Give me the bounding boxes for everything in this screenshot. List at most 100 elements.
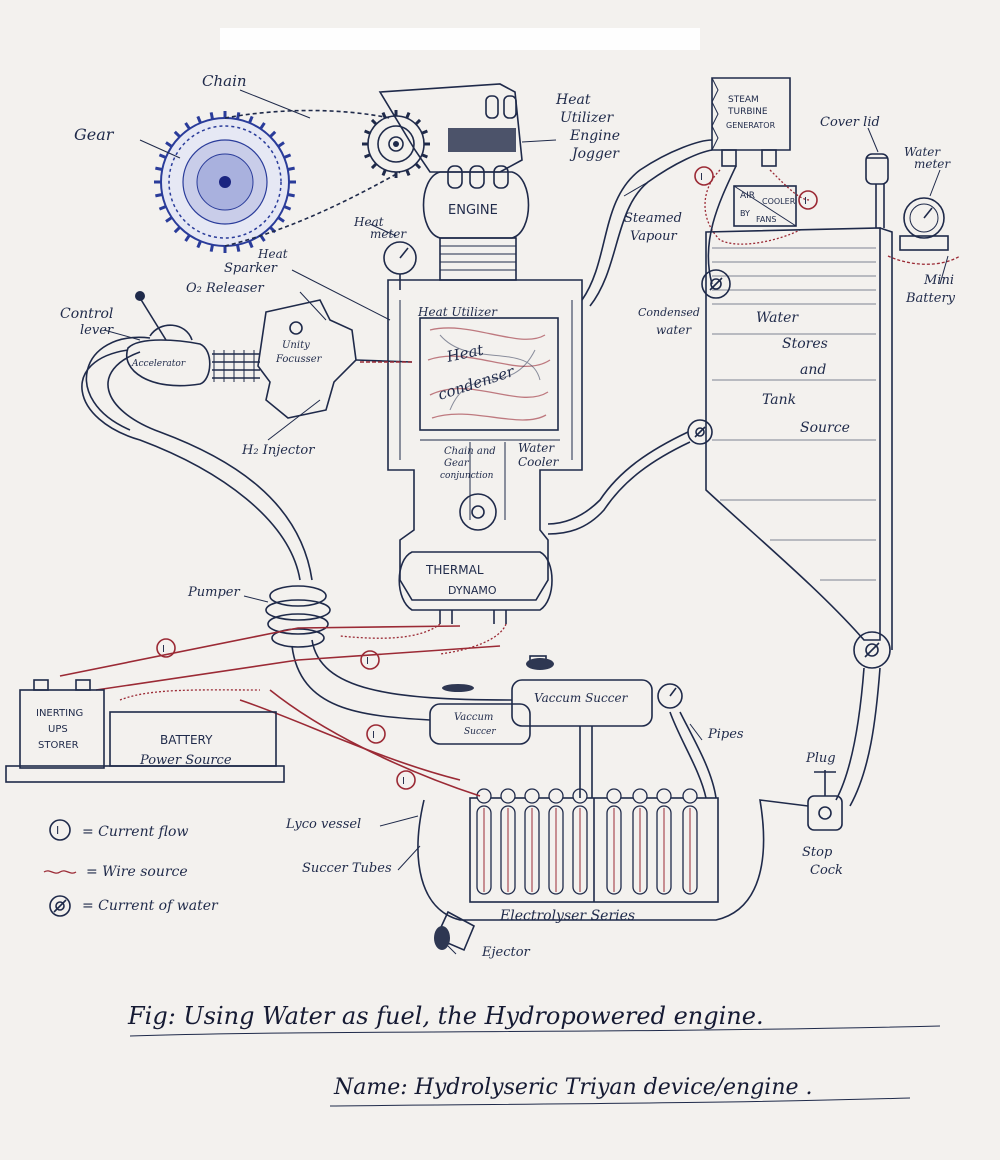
label-mini-battery-1: Mini [923, 273, 954, 288]
gear-tooth [284, 155, 290, 158]
electrolyser-tube-cap [549, 789, 563, 803]
label-h2-injector: H₂ Injector [241, 443, 315, 458]
gear-tooth [155, 168, 162, 169]
gear-tooth [372, 164, 376, 168]
gear-tooth [166, 218, 172, 222]
label-stop-cock-1: Stop [802, 845, 833, 860]
label-aircooler-2: COOLER [762, 197, 796, 206]
gear-tooth [237, 112, 238, 119]
current-symbol-text-3: I [372, 730, 375, 741]
label-turbine-2: TURBINE [727, 107, 768, 117]
label-conjunction-1: Chain and [444, 446, 496, 457]
label-aircooler-1: AIR [740, 191, 755, 201]
legend-current-flow: = Current flow [82, 824, 188, 840]
water-cooler-pipe [548, 432, 688, 524]
label-electrolyser: Electrolyser Series [499, 908, 635, 924]
gear-tooth [365, 131, 371, 133]
mini-battery-wire [888, 256, 960, 264]
label-tank-3: and [800, 362, 826, 378]
label-turbine-1: STEAM [728, 95, 759, 105]
gear-tooth [278, 218, 284, 222]
gear-tooth [159, 206, 165, 209]
label-ejector: Ejector [481, 945, 531, 960]
label-water-cooler-2: Cooler [518, 455, 560, 469]
label-jogger-3: Engine [569, 128, 620, 144]
label-pumper: Pumper [187, 585, 240, 600]
gear-tooth [422, 155, 428, 157]
gear [161, 118, 289, 246]
label-vaccum-2b: Succer [464, 727, 496, 737]
gear-tooth [186, 235, 190, 241]
condensed-water-pipe [708, 166, 736, 284]
label-condensed-1: Condensed [638, 306, 700, 319]
electrolyser-tube-cap [607, 789, 621, 803]
label-dynamo-1: THERMAL [425, 563, 484, 577]
wire-dynamo [340, 624, 506, 654]
label-steamed-1: Steamed [624, 211, 682, 226]
label-condensed-2: water [656, 323, 692, 337]
label-dynamo-2: DYNAMO [448, 584, 497, 597]
current-symbol-text-6: I [804, 196, 807, 207]
gear-tooth [270, 132, 275, 137]
label-power-source: Power Source [139, 753, 232, 768]
engine-coil [440, 238, 516, 280]
gear-tooth [288, 194, 295, 195]
label-heat-meter-2: meter [370, 227, 407, 241]
label-aircooler-4: FANS [756, 215, 776, 224]
gear-tooth [407, 170, 409, 176]
label-control-1: Control [60, 306, 113, 322]
tank-outlet-pipe [836, 668, 864, 800]
gear-tooth [166, 143, 172, 147]
label-jogger-2: Utilizer [560, 110, 615, 126]
label-heat-sparker-2: Sparker [224, 261, 278, 276]
label-vaccum-2a: Vaccum [454, 712, 493, 723]
label-jogger-4: Jogger [569, 146, 620, 162]
label-vaccum-1: Vaccum Succer [534, 691, 629, 705]
label-ups-3: STORER [38, 740, 79, 751]
label-ups-1: INERTING [36, 708, 83, 719]
gear-tooth [278, 143, 284, 147]
label-cover-lid: Cover lid [820, 115, 880, 130]
gear-tooth [407, 113, 409, 119]
gear-tooth [159, 155, 165, 158]
gear-tooth [198, 116, 201, 122]
gear-tooth [211, 112, 212, 119]
caption-figure: Fig: Using Water as fuel, the Hydropower… [127, 1002, 764, 1030]
current-symbol-turbine [695, 167, 817, 209]
legend-symbol-current: I [56, 824, 59, 837]
gear-tooth [372, 120, 376, 124]
current-symbol-text-4: I [402, 776, 405, 787]
gear-tooth [365, 155, 371, 157]
label-control-2: lever [80, 323, 114, 338]
gear-tooth [175, 132, 180, 137]
gear-tooth [288, 168, 295, 169]
gear-tooth [261, 123, 265, 129]
water-tank [706, 228, 892, 650]
gear-tooth [416, 164, 420, 168]
water-valve-2 [688, 420, 712, 444]
pipes-right [670, 712, 716, 798]
engine-head [424, 166, 529, 238]
label-heat-utilizer: Heat Utilizer [417, 305, 498, 319]
label-pipes: Pipes [707, 727, 744, 742]
electrolyser-tube-cap [633, 789, 647, 803]
label-o2-releaser: O₂ Releaser [186, 281, 264, 296]
label-tank-2: Stores [782, 336, 828, 352]
legend [44, 820, 76, 916]
label-stop-cock-2: Cock [810, 863, 843, 878]
gear-tooth [422, 131, 428, 133]
turbine-wire [705, 170, 810, 244]
gear-tooth [383, 170, 385, 176]
electrolyser-tubes [477, 789, 697, 894]
cover-lid [866, 154, 888, 228]
gear-tooth [416, 120, 420, 124]
pipe-pumper-succer-1 [312, 640, 512, 700]
label-aircooler-3: BY [740, 209, 750, 218]
gear-tooth [186, 123, 190, 129]
label-water-cooler-1: Water [518, 441, 555, 455]
legend-current-of-water: = Current of water [82, 898, 219, 914]
redacted-header [220, 28, 700, 50]
label-battery: BATTERY [160, 733, 213, 747]
label-mini-battery-2: Battery [905, 291, 956, 306]
